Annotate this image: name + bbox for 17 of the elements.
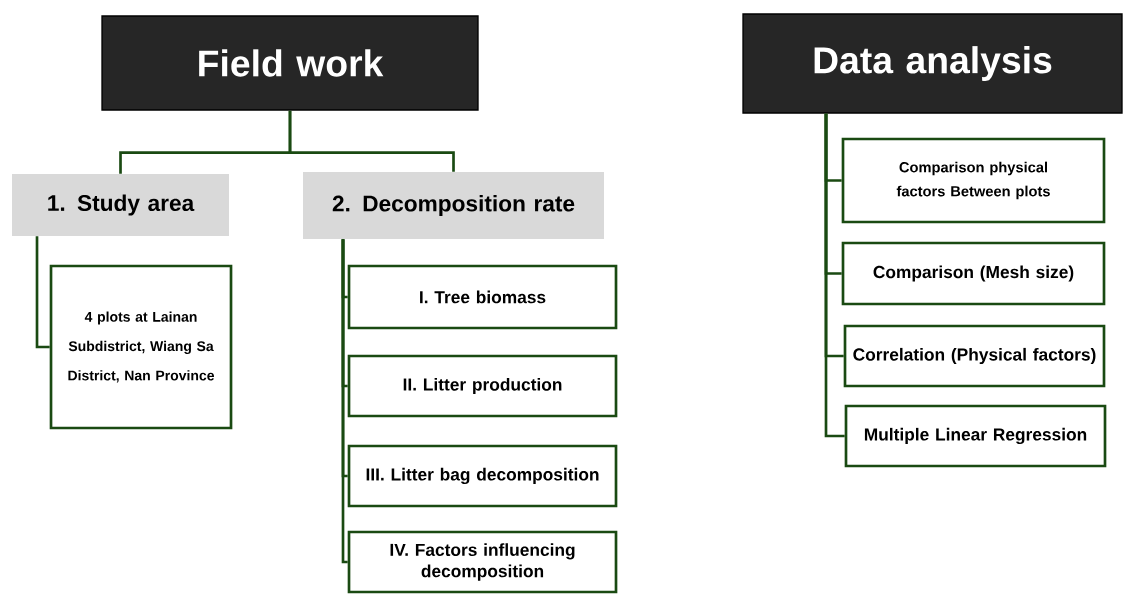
item-box: Comparison (Mesh size) xyxy=(841,241,1106,306)
item-box: I. Tree biomass xyxy=(347,264,618,330)
title-box: Field work xyxy=(101,15,479,111)
connector-line xyxy=(824,113,845,438)
item-box: IV. Factors influencing decomposition xyxy=(347,530,618,594)
title-box: Data analysis xyxy=(742,13,1123,114)
item-box: Multiple Linear Regression xyxy=(844,404,1107,468)
item-box: Correlation (Physical factors) xyxy=(843,324,1106,388)
connector-line xyxy=(341,239,348,564)
item-box: Comparison physical factors Between plots xyxy=(841,137,1106,224)
connector-line xyxy=(288,110,455,172)
item-box: II. Litter production xyxy=(347,354,618,418)
category-box: 1. Study area xyxy=(12,174,229,236)
connector-line xyxy=(35,236,50,349)
item-box: III. Litter bag decomposition xyxy=(347,444,618,508)
item-box: 4 plots at Lainan Subdistrict, Wiang Sa District, Nan Province xyxy=(49,264,233,430)
category-box: 2. Decomposition rate xyxy=(303,172,604,239)
